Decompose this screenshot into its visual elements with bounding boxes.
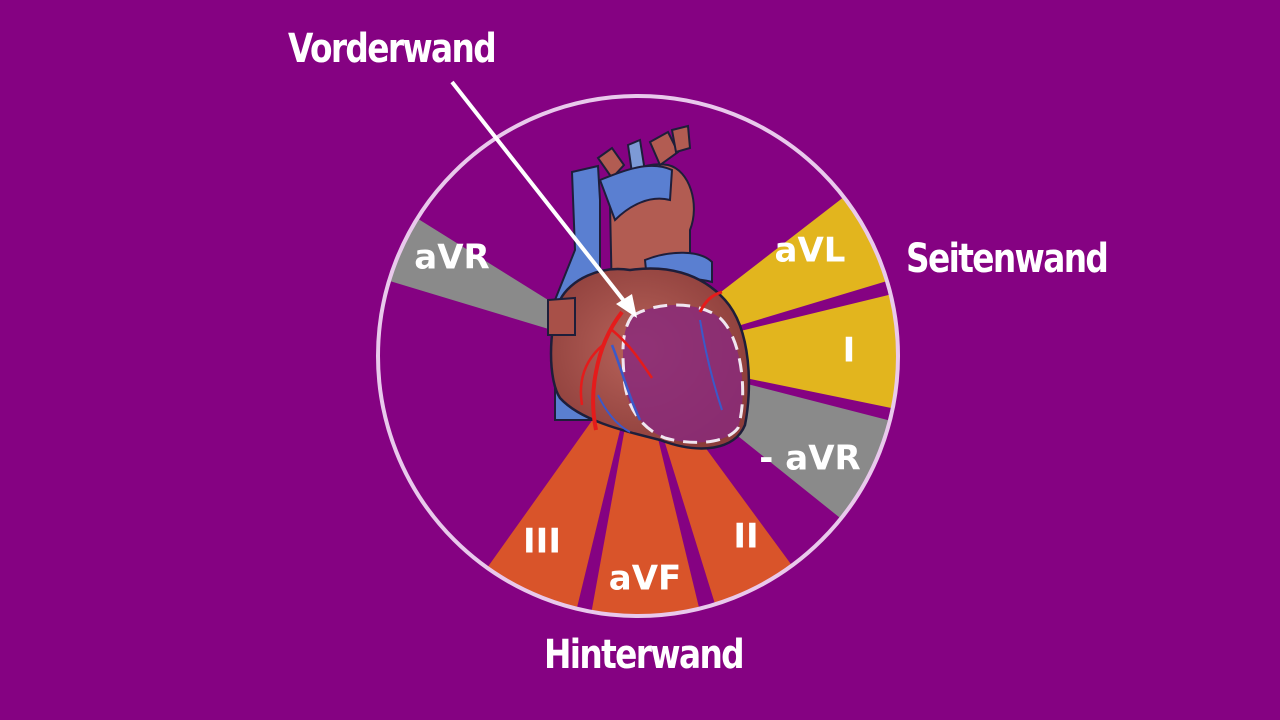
heart-illustration (547, 124, 751, 450)
left-atrium (547, 296, 576, 336)
coronary-artery-top (698, 290, 723, 313)
coronary-vein-2 (699, 319, 723, 411)
inferior-wall-label: Hinterwand (544, 632, 745, 678)
coronary-artery-branch (611, 329, 654, 379)
anterior-wall-pointer-arrowhead (616, 294, 637, 318)
lead-label-avf: aVF (609, 559, 681, 599)
coronary-vein-3 (597, 394, 631, 433)
coronary-vein-1 (610, 344, 642, 421)
lead-label-minus-avr: - aVR (759, 439, 860, 479)
lead-label-avr: aVR (414, 238, 489, 278)
vessel-branch-4 (670, 124, 692, 154)
sector-i (638, 280, 898, 420)
coronary-artery-left (591, 310, 624, 431)
vessel-branch-1 (596, 146, 626, 180)
anterior-wall-label: Vorderwand (288, 26, 497, 72)
lateral-wall-label: Seitenwand (906, 236, 1109, 282)
coronary-artery-right (579, 344, 604, 406)
lead-label-avl: aVL (775, 231, 846, 271)
lead-circle (376, 94, 900, 618)
anterior-wall-pointer-line (450, 80, 630, 308)
pulmonary-artery (598, 164, 674, 222)
sector-avf (590, 356, 702, 616)
lead-label-ii: II (733, 517, 758, 557)
lead-label-iii: III (523, 522, 561, 562)
anterior-wall-region (621, 303, 745, 444)
sector-iii (450, 356, 638, 616)
lead-label-i: I (843, 331, 856, 371)
